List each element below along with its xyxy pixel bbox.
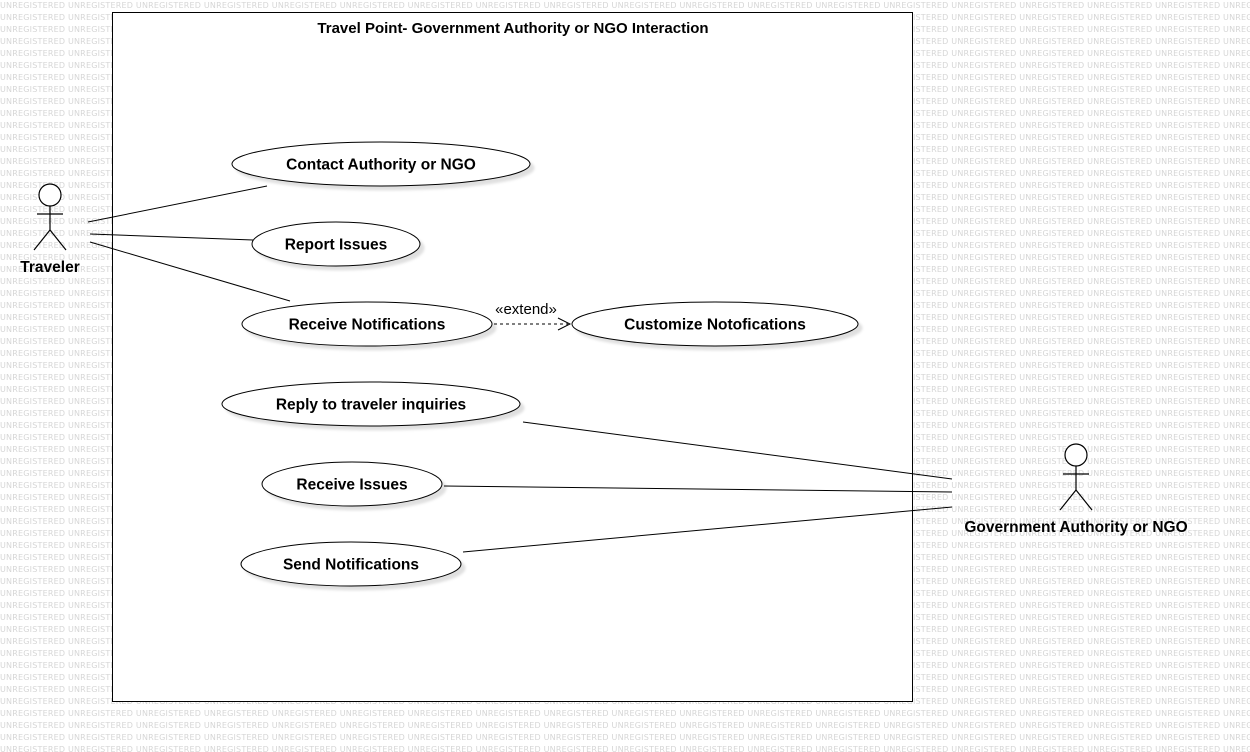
system-boundary[interactable] — [112, 12, 913, 702]
use-case-label: Reply to traveler inquiries — [276, 397, 466, 414]
system-title: Travel Point- Government Authority or NG… — [317, 20, 708, 37]
actor-label: Government Authority or NGO — [964, 519, 1187, 536]
use-case-label: Receive Issues — [296, 477, 407, 494]
actor-traveler[interactable]: Traveler — [20, 183, 80, 276]
association-traveler-contact[interactable] — [87, 185, 268, 223]
extend-stereotype: «extend» — [495, 301, 557, 318]
association-traveler-receive-notifications[interactable] — [89, 241, 291, 302]
use-case-report-issues[interactable]: Report Issues — [251, 221, 421, 267]
actor-authority[interactable]: Government Authority or NGO — [964, 443, 1188, 536]
use-case-contact-authority[interactable]: Contact Authority or NGO — [231, 141, 531, 187]
use-case-label: Contact Authority or NGO — [286, 157, 476, 174]
stick-figure-icon — [1059, 443, 1093, 511]
association-authority-send-notifications[interactable] — [462, 506, 953, 553]
association-authority-receive-issues[interactable] — [443, 485, 953, 493]
use-case-receive-notifications[interactable]: Receive Notifications — [241, 301, 493, 347]
use-case-customize-notifications[interactable]: Customize Notofications — [571, 301, 859, 347]
use-case-receive-issues[interactable]: Receive Issues — [261, 461, 443, 507]
association-authority-reply[interactable] — [522, 421, 953, 480]
stick-figure-icon — [33, 183, 67, 251]
use-case-label: Customize Notofications — [624, 317, 806, 334]
extend-relation[interactable]: «extend» — [494, 301, 572, 331]
use-case-send-notifications[interactable]: Send Notifications — [240, 541, 462, 587]
use-case-label: Report Issues — [285, 237, 388, 254]
use-case-reply-inquiries[interactable]: Reply to traveler inquiries — [221, 381, 521, 427]
association-traveler-report[interactable] — [89, 233, 254, 241]
use-case-label: Receive Notifications — [289, 317, 446, 334]
use-case-label: Send Notifications — [283, 557, 419, 574]
actor-label: Traveler — [20, 259, 79, 276]
